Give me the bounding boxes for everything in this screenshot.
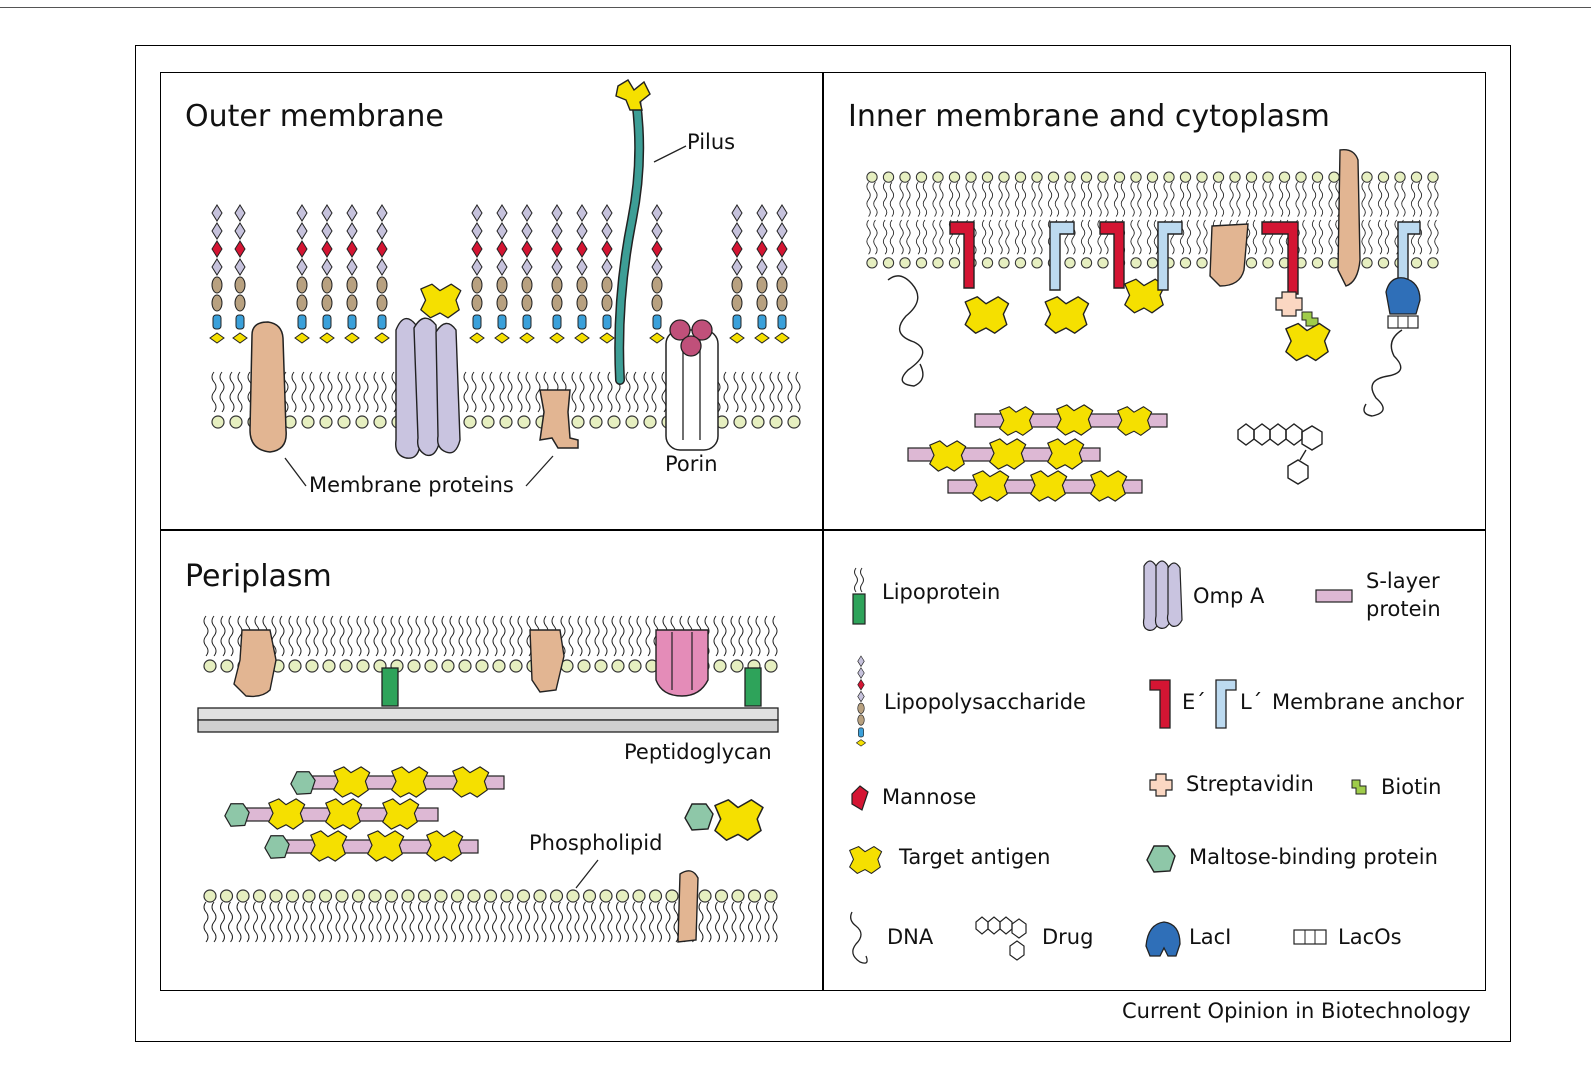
legend-e-prime: E´ xyxy=(1182,690,1206,714)
inner-drug-molecule xyxy=(1237,423,1323,485)
legend-lacos: LacOs xyxy=(1338,925,1402,949)
legend-mbp: Maltose-binding protein xyxy=(1189,845,1438,869)
outer-membrane-title: Outer membrane xyxy=(185,99,444,134)
legend-laci: LacI xyxy=(1189,925,1232,949)
inner-dna-strands xyxy=(887,275,1403,417)
porin-label: Porin xyxy=(665,452,718,476)
periplasm-title: Periplasm xyxy=(185,559,332,594)
legend-drug-icon xyxy=(975,916,1027,961)
legend-drug: Drug xyxy=(1042,925,1094,949)
periplasm-slayer-antigens xyxy=(224,766,764,862)
legend-slayer-line2: protein xyxy=(1366,597,1441,621)
legend-biotin: Biotin xyxy=(1381,775,1442,799)
periplasm-inner-protein xyxy=(575,859,699,943)
legend-dna-icon xyxy=(850,911,868,964)
legend-dna: DNA xyxy=(887,925,934,949)
vertical-divider xyxy=(822,72,824,991)
legend-lipoprotein: Lipoprotein xyxy=(882,580,1001,604)
legend-membrane-anchor: Membrane anchor xyxy=(1272,690,1464,714)
legend-ompa-icon xyxy=(1142,560,1183,631)
legend-slayer-line1: S-layer xyxy=(1366,569,1440,593)
horizontal-divider xyxy=(160,529,1486,531)
legend-target-antigen-icon xyxy=(849,845,883,875)
legend-mannose-icon xyxy=(851,785,869,811)
inner-anchors-and-antigens xyxy=(949,149,1421,362)
membrane-protein-right xyxy=(539,389,579,449)
legend-lps: Lipopolysaccharide xyxy=(884,690,1086,714)
legend-mannose: Mannose xyxy=(882,785,977,809)
ompa-outer xyxy=(395,317,461,459)
membrane-protein-pointers xyxy=(284,455,554,487)
legend-ompa: Omp A xyxy=(1193,584,1265,608)
outer-antigen xyxy=(419,283,462,319)
legend-streptavidin: Streptavidin xyxy=(1186,772,1314,796)
inner-slayer-antigens xyxy=(907,404,1168,502)
legend-lacos-icon xyxy=(1293,929,1327,945)
peptidoglycan-label: Peptidoglycan xyxy=(624,740,772,764)
membrane-proteins-label: Membrane proteins xyxy=(309,473,514,497)
membrane-protein-left xyxy=(249,321,287,453)
pilus xyxy=(614,79,687,385)
legend-l-prime: L´ xyxy=(1240,690,1263,714)
legend-membrane-anchor-icon xyxy=(1149,679,1237,729)
credit-line: Current Opinion in Biotechnology xyxy=(1122,999,1471,1023)
peptidoglycan-layer xyxy=(197,707,779,733)
top-rule xyxy=(0,7,1591,8)
periplasm-membrane-proteins xyxy=(233,629,762,707)
legend-streptavidin-icon xyxy=(1149,773,1173,797)
legend-target-antigen: Target antigen xyxy=(899,845,1051,869)
legend-slayer-icon xyxy=(1315,589,1353,603)
inner-membrane-title: Inner membrane and cytoplasm xyxy=(848,99,1330,134)
legend-lipoprotein-icon xyxy=(852,567,866,625)
legend-lps-icon xyxy=(856,655,866,747)
porin xyxy=(665,319,719,451)
phospholipid-label: Phospholipid xyxy=(529,831,663,855)
pilus-label: Pilus xyxy=(687,130,736,154)
legend-mbp-icon xyxy=(1146,845,1176,873)
legend-laci-icon xyxy=(1145,921,1181,957)
legend-biotin-icon xyxy=(1351,779,1367,795)
figure-frame xyxy=(135,45,1511,1042)
